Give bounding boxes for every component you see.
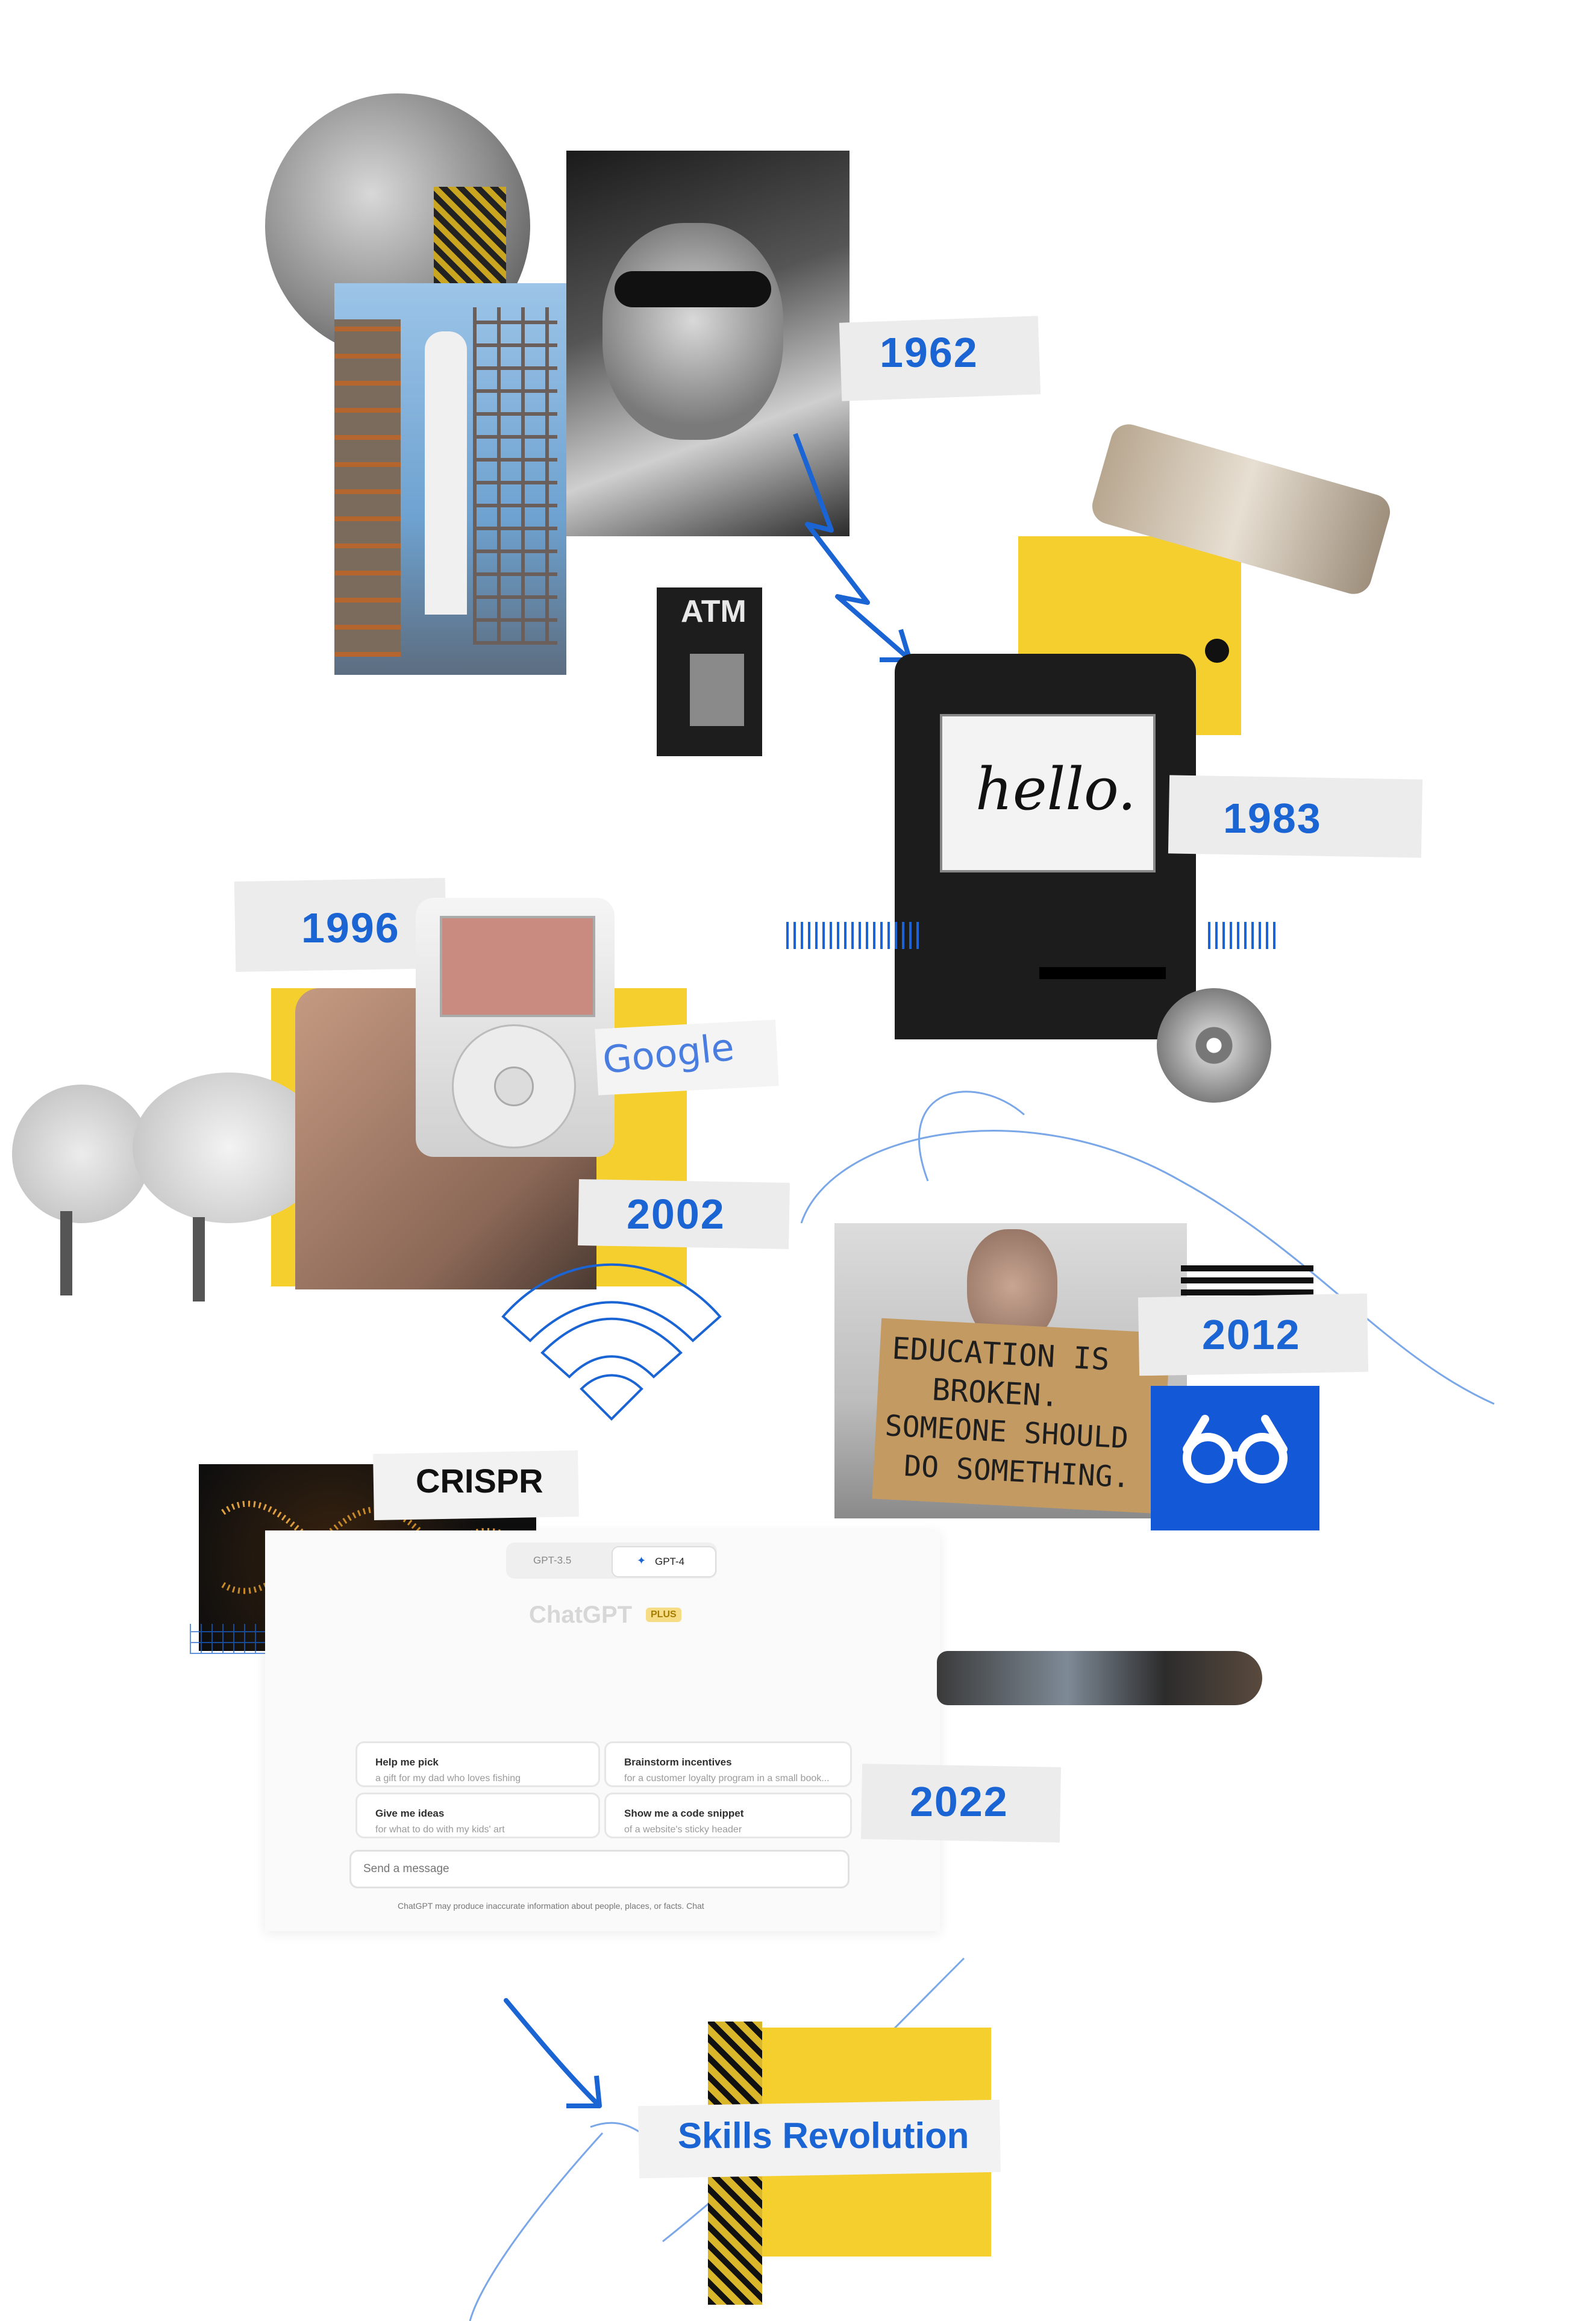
- year-1962: 1962: [880, 329, 978, 376]
- suggestion-help-me-pick[interactable]: Help me pick a gift for my dad who loves…: [355, 1741, 600, 1787]
- robotic-arm-image: [937, 1651, 1262, 1705]
- arrow-to-skills: [504, 1998, 602, 2108]
- year-2012: 2012: [1202, 1311, 1301, 1358]
- rocket-launch-photo: [334, 283, 566, 675]
- tab-gpt-4[interactable]: ✦ GPT-4: [612, 1546, 716, 1577]
- year-2002: 2002: [627, 1191, 725, 1238]
- suggestion-subtitle: a gift for my dad who loves fishing: [375, 1773, 521, 1784]
- mac-screen-text: hello.: [975, 756, 1136, 823]
- black-scribble-lines: [1181, 1259, 1313, 1295]
- wifi-icon: [501, 1263, 722, 1421]
- education-protest-photo: EDUCATION IS BROKEN. SOMEONE SHOULD DO S…: [834, 1223, 1187, 1518]
- lightning-arrow: [793, 433, 912, 662]
- suggestion-subtitle: of a website's sticky header: [624, 1825, 742, 1835]
- year-2022: 2022: [910, 1778, 1009, 1825]
- atm-sign: ATM: [681, 594, 746, 629]
- striped-tape: [434, 187, 506, 301]
- macintosh-computer: hello.: [895, 654, 1196, 1039]
- sparkle-icon: ✦: [637, 1555, 646, 1567]
- skills-revolution-label: Skills Revolution: [678, 2116, 969, 2156]
- sign-line-1: EDUCATION IS: [891, 1330, 1110, 1377]
- chatgpt-title: ChatGPT: [529, 1602, 633, 1628]
- mac-screen: hello.: [940, 714, 1156, 872]
- suggestion-subtitle: for a customer loyalty program in a smal…: [624, 1773, 830, 1784]
- suggestion-title: Show me a code snippet: [624, 1808, 744, 1819]
- sign-line-3: SOMEONE SHOULD: [884, 1409, 1130, 1456]
- jfk-photo: [566, 151, 850, 536]
- barcode-left: [786, 922, 919, 949]
- suggestion-title: Brainstorm incentives: [624, 1756, 732, 1768]
- barcode-right: [1208, 922, 1280, 949]
- glasses-icon: [1183, 1415, 1288, 1483]
- suggestion-title: Give me ideas: [375, 1808, 445, 1819]
- dolly-sheep-image: [12, 1060, 337, 1308]
- tab-gpt-4-label: GPT-4: [655, 1556, 685, 1567]
- message-input[interactable]: [349, 1850, 850, 1888]
- plus-badge: PLUS: [646, 1608, 681, 1622]
- disclaimer-text: ChatGPT may produce inaccurate informati…: [398, 1901, 704, 1911]
- tab-gpt-3-5[interactable]: GPT-3.5: [533, 1555, 572, 1566]
- cardboard-sign: EDUCATION IS BROKEN. SOMEONE SHOULD DO S…: [872, 1318, 1171, 1514]
- atm-machine-image: ATM: [657, 587, 762, 756]
- sign-line-2: BROKEN.: [931, 1372, 1060, 1414]
- suggestion-code-snippet[interactable]: Show me a code snippet of a website's st…: [604, 1793, 852, 1838]
- crispr-label: CRISPR: [416, 1462, 543, 1500]
- model-toggle: GPT-3.5 ✦ GPT-4: [506, 1543, 717, 1579]
- year-1983: 1983: [1223, 795, 1322, 842]
- suggestion-give-me-ideas[interactable]: Give me ideas for what to do with my kid…: [355, 1793, 600, 1838]
- suggestion-title: Help me pick: [375, 1756, 439, 1768]
- sign-line-4: DO SOMETHING.: [903, 1449, 1131, 1495]
- hubble-antenna: [1205, 639, 1229, 663]
- suggestion-subtitle: for what to do with my kids' art: [375, 1825, 505, 1835]
- year-1996: 1996: [301, 904, 400, 951]
- cd-disc-image: [1157, 988, 1271, 1103]
- chatgpt-window: GPT-3.5 ✦ GPT-4 ChatGPT PLUS Help me pic…: [265, 1530, 940, 1931]
- suggestion-brainstorm-incentives[interactable]: Brainstorm incentives for a customer loy…: [604, 1741, 852, 1787]
- ipod-device: [416, 898, 615, 1157]
